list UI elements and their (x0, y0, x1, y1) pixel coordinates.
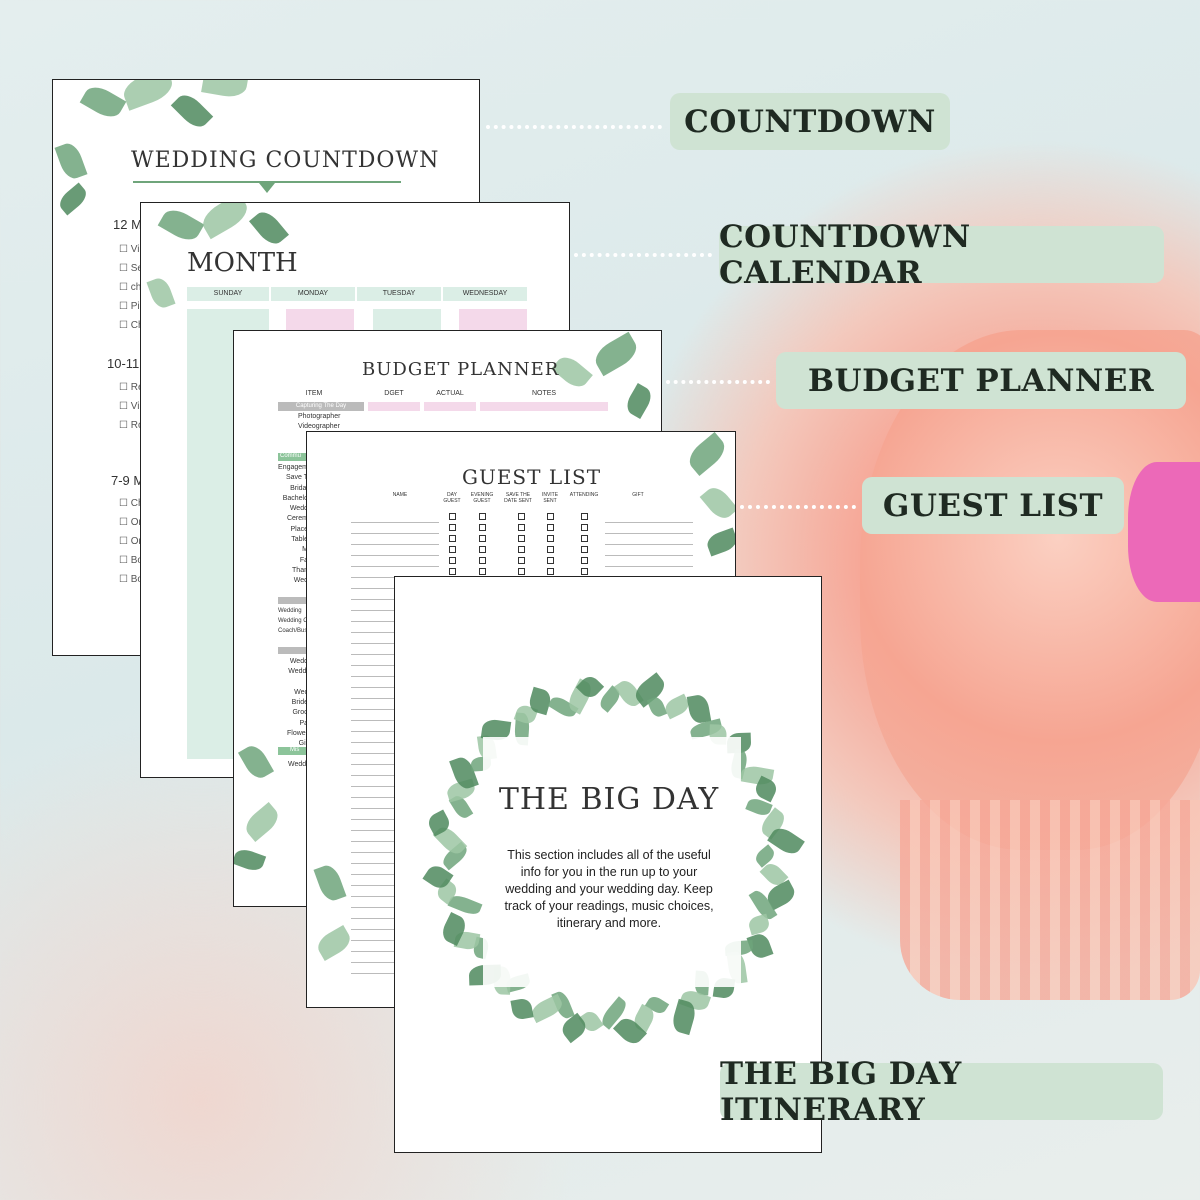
eucalyptus-leaf (528, 993, 565, 1023)
guest-checkbox[interactable] (449, 546, 456, 553)
page-title: GUEST LIST (462, 465, 602, 489)
guest-checkbox[interactable] (518, 557, 525, 564)
page-title: MONTH (187, 248, 298, 278)
connector-dots (574, 253, 712, 257)
label-guest-list: GUEST LIST (862, 477, 1124, 534)
section-label: 12 M (113, 217, 142, 232)
guest-row-line (605, 555, 693, 556)
day-header: SUNDAY (213, 290, 243, 297)
connector-dots (740, 505, 856, 509)
category-label: Commu (280, 453, 302, 459)
page-title: THE BIG DAY (498, 782, 720, 817)
column-header: ITEM (305, 390, 323, 397)
guest-checkbox[interactable] (547, 546, 554, 553)
column-header: INVITE SENT (541, 492, 559, 504)
guest-row-line (605, 533, 693, 534)
guest-checkbox[interactable] (581, 546, 588, 553)
category-label: Capturing The Day (295, 403, 347, 409)
guest-checkbox[interactable] (518, 513, 525, 520)
guest-row-line (605, 566, 693, 567)
column-header: NAME (392, 492, 408, 498)
label-countdown: COUNTDOWN (670, 93, 950, 150)
column-header: DGET (384, 390, 404, 397)
guest-checkbox[interactable] (449, 524, 456, 531)
column-header: DAY GUEST (443, 492, 461, 504)
guest-checkbox[interactable] (581, 524, 588, 531)
connector-dots (666, 380, 770, 384)
column-header: EVENING GUEST (470, 492, 494, 504)
guest-checkbox[interactable] (449, 568, 456, 575)
page-title: BUDGET PLANNER (362, 359, 560, 380)
guest-checkbox[interactable] (479, 535, 486, 542)
guest-row-line (351, 533, 439, 534)
column-header: ATTENDING (569, 492, 599, 498)
guest-checkbox[interactable] (547, 535, 554, 542)
guest-checkbox[interactable] (581, 568, 588, 575)
guest-checkbox[interactable] (518, 546, 525, 553)
column-header: GIFT (632, 492, 644, 498)
cupcake-liner (900, 800, 1200, 1000)
guest-checkbox[interactable] (479, 524, 486, 531)
guest-checkbox[interactable] (547, 568, 554, 575)
big-day-page: THE BIG DAY This section includes all of… (394, 576, 822, 1153)
eucalyptus-leaf (686, 693, 711, 725)
guest-checkbox[interactable] (449, 513, 456, 520)
candy-heart (1128, 462, 1200, 602)
guest-checkbox[interactable] (547, 557, 554, 564)
guest-row-line (351, 566, 439, 567)
guest-checkbox[interactable] (518, 524, 525, 531)
guest-checkbox[interactable] (449, 557, 456, 564)
category-label: Mis (290, 747, 300, 753)
guest-checkbox[interactable] (479, 568, 486, 575)
guest-checkbox[interactable] (449, 535, 456, 542)
budget-item: Wedd (288, 761, 307, 768)
guest-checkbox[interactable] (518, 535, 525, 542)
eucalyptus-leaf (746, 913, 771, 936)
section-description: This section includes all of the useful … (504, 848, 714, 930)
checklist-item: ☐ Re ☐ Vi ☐ Ro (119, 382, 144, 431)
guest-checkbox[interactable] (547, 524, 554, 531)
guest-checkbox[interactable] (479, 557, 486, 564)
column-header: SAVE THE DATE SENT (504, 492, 532, 504)
page-title: WEDDING COUNTDOWN (131, 148, 440, 173)
guest-row-line (351, 522, 439, 523)
guest-row-line (605, 522, 693, 523)
day-header: MONDAY (297, 290, 329, 297)
guest-checkbox[interactable] (518, 568, 525, 575)
column-header: NOTES (531, 390, 557, 397)
guest-checkbox[interactable] (581, 557, 588, 564)
label-budget-planner: BUDGET PLANNER (776, 352, 1186, 409)
guest-checkbox[interactable] (479, 513, 486, 520)
label-countdown-calendar: COUNTDOWN CALENDAR (719, 219, 1164, 291)
guest-checkbox[interactable] (479, 546, 486, 553)
day-header: TUESDAY (382, 290, 416, 297)
day-header: WEDNESDAY (462, 290, 508, 297)
connector-dots (486, 125, 662, 129)
eucalyptus-leaf (646, 694, 667, 719)
guest-row-line (351, 555, 439, 556)
guest-checkbox[interactable] (581, 513, 588, 520)
guest-row-line (605, 544, 693, 545)
eucalyptus-leaf (509, 997, 534, 1021)
guest-checkbox[interactable] (547, 513, 554, 520)
section-label: 7-9 M (111, 473, 145, 488)
label-big-day-itinerary: THE BIG DAY ITINERARY (720, 1056, 1163, 1128)
section-label: 10-11 (107, 356, 140, 371)
column-header: ACTUAL (436, 390, 464, 397)
guest-checkbox[interactable] (581, 535, 588, 542)
checklist-item: ☐ Vi ☐ Se ☐ ch ☐ Pi ☐ Ch (119, 244, 144, 331)
guest-row-line (351, 544, 439, 545)
